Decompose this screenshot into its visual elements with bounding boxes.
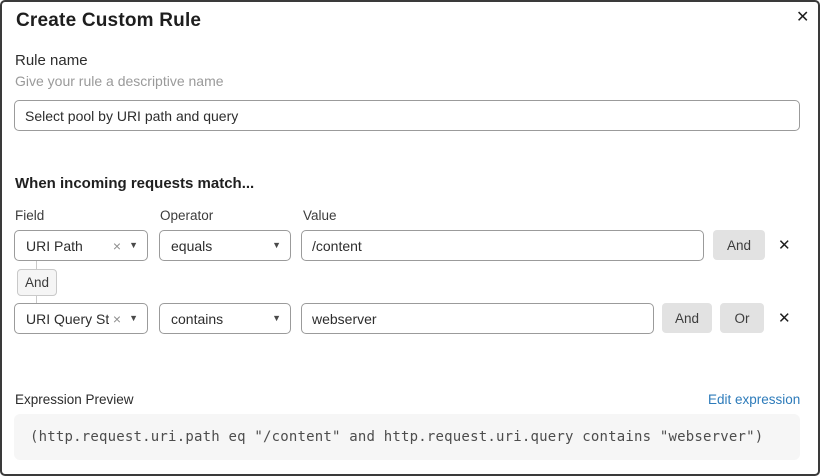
operator-select-row2[interactable]: contains ▼ [159, 303, 291, 334]
or-button-row2[interactable]: Or [720, 303, 764, 333]
value-input-row1[interactable] [301, 230, 704, 261]
expression-preview-label: Expression Preview [15, 392, 134, 407]
column-label-operator: Operator [160, 208, 214, 223]
rule-name-helper: Give your rule a descriptive name [15, 73, 224, 89]
connector-line-top [36, 261, 37, 269]
close-icon[interactable]: ✕ [796, 9, 810, 26]
dialog-title: Create Custom Rule [16, 10, 202, 31]
clear-field-icon[interactable]: × [112, 310, 122, 327]
field-select-row2[interactable]: URI Query St... × ▼ [14, 303, 148, 334]
field-select-row2-value: URI Query St... [26, 310, 109, 327]
clear-field-icon[interactable]: × [112, 237, 122, 254]
chevron-down-icon: ▼ [272, 313, 281, 323]
rule-name-input[interactable] [14, 100, 800, 131]
connector-and-badge: And [17, 269, 57, 296]
expression-code: (http.request.uri.path eq "/content" and… [30, 429, 764, 445]
field-select-row1[interactable]: URI Path × ▼ [14, 230, 148, 261]
and-button-row2[interactable]: And [662, 303, 712, 333]
operator-select-row1[interactable]: equals ▼ [159, 230, 291, 261]
chevron-down-icon: ▼ [129, 240, 138, 250]
remove-row2-icon[interactable]: ✕ [778, 310, 791, 327]
expression-code-box: (http.request.uri.path eq "/content" and… [14, 414, 800, 460]
chevron-down-icon: ▼ [129, 313, 138, 323]
connector-line-bottom [36, 296, 37, 304]
chevron-down-icon: ▼ [272, 240, 281, 250]
remove-row1-icon[interactable]: ✕ [778, 237, 791, 254]
field-select-row1-value: URI Path [26, 237, 83, 254]
and-button-row1[interactable]: And [713, 230, 765, 260]
edit-expression-link[interactable]: Edit expression [708, 392, 801, 407]
match-heading: When incoming requests match... [15, 175, 255, 192]
column-label-value: Value [303, 208, 337, 223]
operator-select-row1-value: equals [171, 237, 213, 254]
value-input-row2[interactable] [301, 303, 654, 334]
rule-name-label: Rule name [15, 52, 88, 69]
column-label-field: Field [15, 208, 45, 223]
operator-select-row2-value: contains [171, 310, 224, 327]
